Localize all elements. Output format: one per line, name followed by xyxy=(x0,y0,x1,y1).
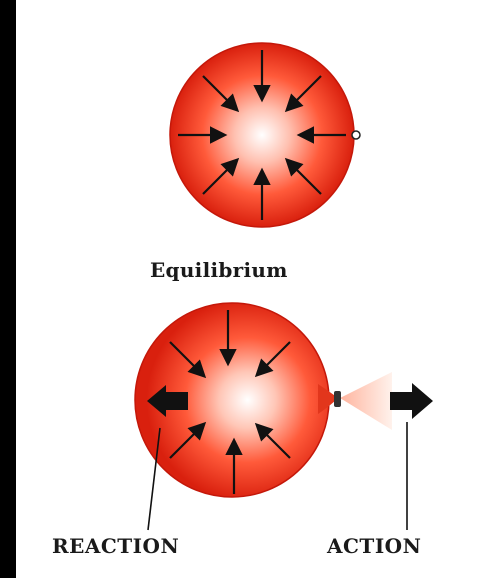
equilibrium-caption: Equilibrium xyxy=(150,258,288,282)
action-arrow xyxy=(390,383,433,419)
action-label: ACTION xyxy=(327,534,421,558)
equilibrium-balloon xyxy=(170,43,360,227)
air-jet xyxy=(340,372,392,430)
reaction-label: REACTION xyxy=(52,534,179,558)
